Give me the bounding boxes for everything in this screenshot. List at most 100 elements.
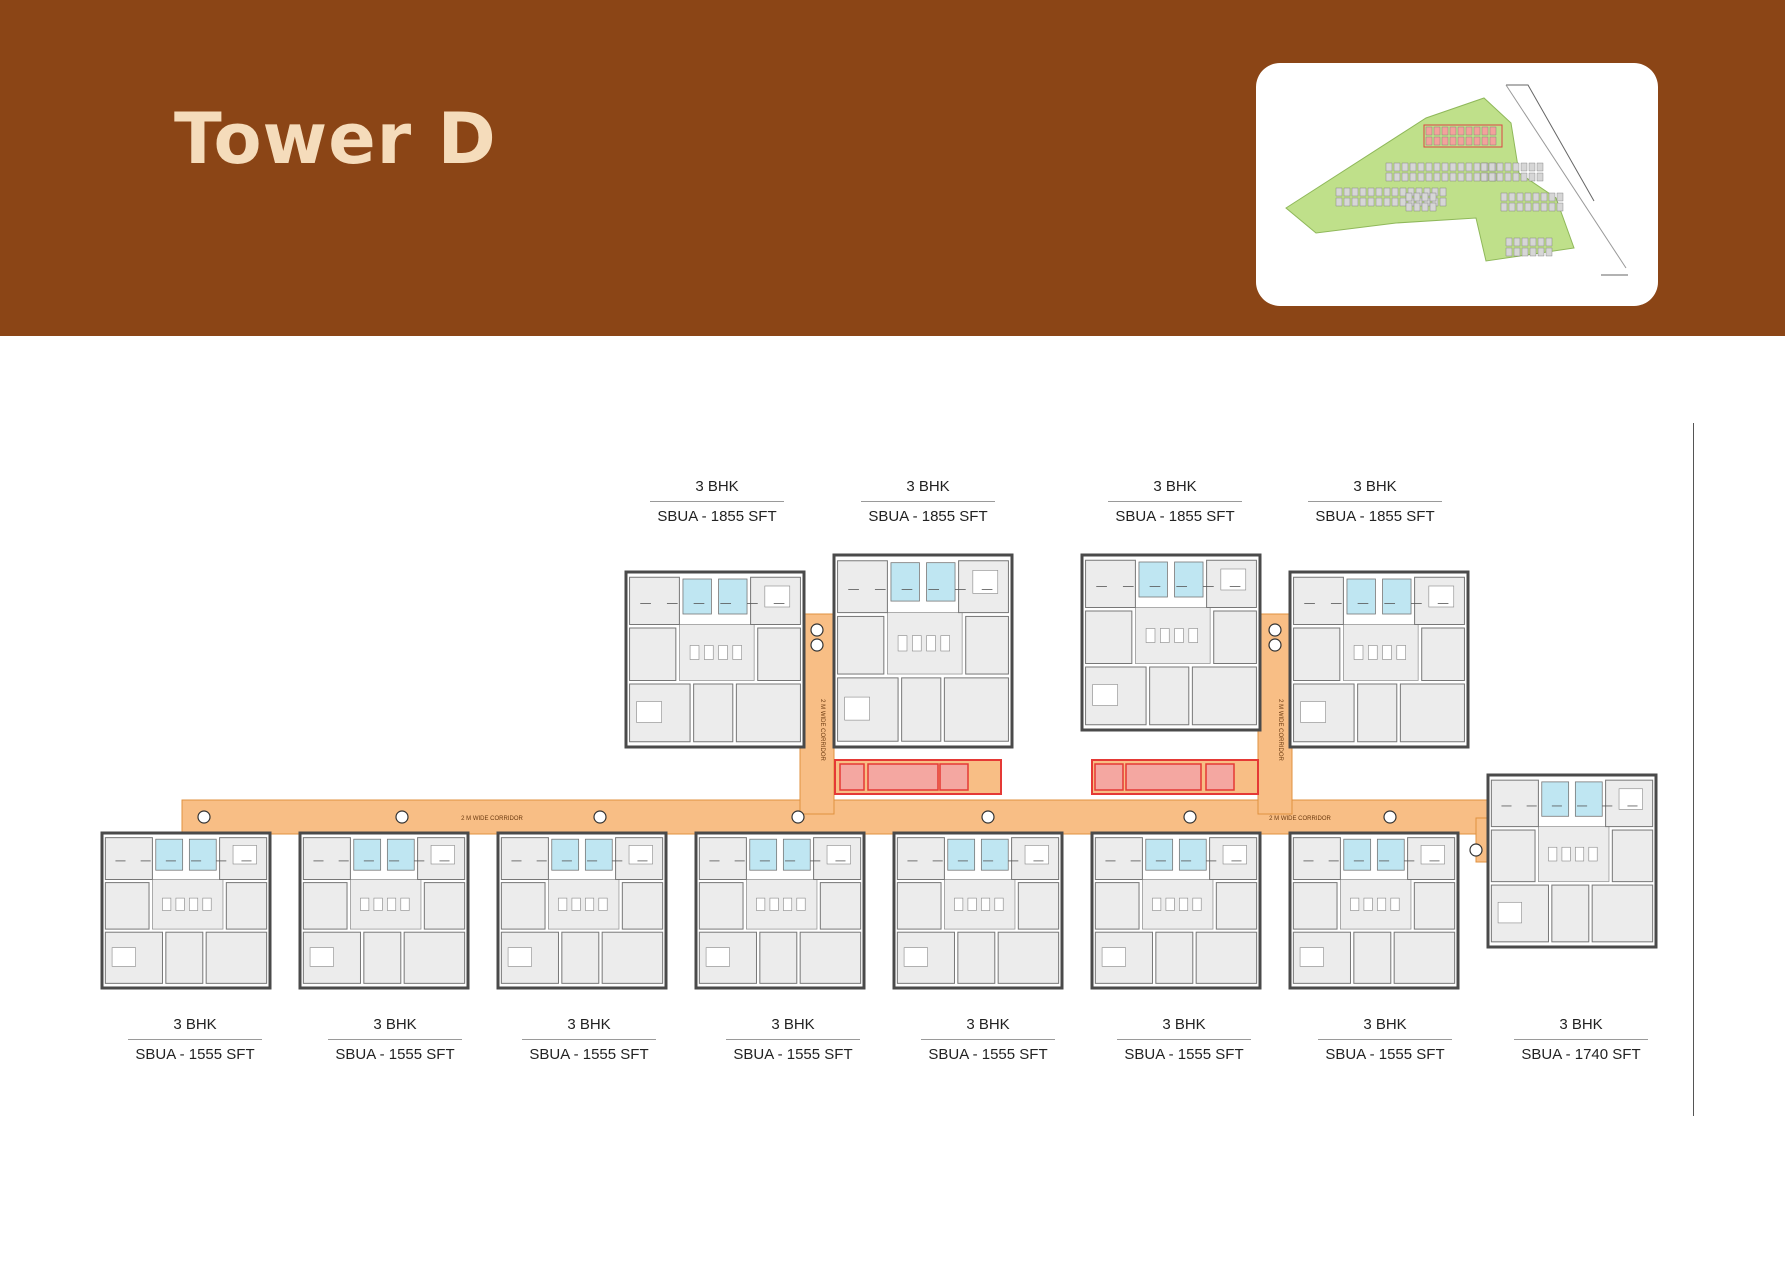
key-plan-block	[1528, 162, 1536, 172]
key-plan-block	[1473, 162, 1481, 172]
apartment-unit-bottom-7	[1288, 831, 1460, 990]
entry-marker	[197, 810, 211, 824]
key-plan-block	[1489, 136, 1497, 146]
apartment-unit-bottom-4	[694, 831, 866, 990]
key-plan-block	[1351, 197, 1359, 207]
key-plan-block	[1393, 162, 1401, 172]
unit-area: SBUA - 1555 SFT	[1325, 1046, 1445, 1063]
key-plan-block	[1512, 172, 1520, 182]
header-band: Tower D	[0, 0, 1785, 336]
key-plan-block	[1449, 136, 1457, 146]
unit-label-top-2: 3 BHK SBUA - 1855 SFT	[853, 478, 1003, 526]
apartment-unit-bottom-2	[298, 831, 470, 990]
key-plan-block	[1536, 172, 1544, 182]
key-plan-block	[1532, 192, 1540, 202]
key-plan-block	[1489, 126, 1497, 136]
unit-label-bottom-1: 3 BHK SBUA - 1555 SFT	[120, 1016, 270, 1064]
key-plan-block	[1433, 162, 1441, 172]
key-plan-block	[1480, 172, 1488, 182]
key-plan-block	[1512, 162, 1520, 172]
key-plan-block	[1421, 192, 1429, 202]
divider-line	[1693, 423, 1694, 1116]
key-plan-block	[1441, 126, 1449, 136]
key-plan-block	[1343, 197, 1351, 207]
key-plan-block	[1399, 187, 1407, 197]
key-plan-block	[1516, 202, 1524, 212]
unit-type: 3 BHK	[128, 1016, 262, 1040]
key-plan-block	[1441, 172, 1449, 182]
key-plan-block	[1545, 247, 1553, 257]
unit-entry-markers	[197, 623, 1483, 857]
unit-label-bottom-5: 3 BHK SBUA - 1555 SFT	[913, 1016, 1063, 1064]
key-plan-block	[1473, 126, 1481, 136]
entry-marker	[810, 638, 824, 652]
key-plan-block	[1399, 197, 1407, 207]
apartment-unit-top-1	[624, 570, 806, 749]
key-plan-block	[1413, 202, 1421, 212]
key-plan-block	[1351, 187, 1359, 197]
key-plan-block	[1480, 162, 1488, 172]
key-plan-block	[1383, 187, 1391, 197]
key-plan-block	[1367, 197, 1375, 207]
key-plan-block	[1429, 192, 1437, 202]
key-plan-block	[1524, 202, 1532, 212]
key-plan-block	[1433, 126, 1441, 136]
key-plan-block	[1409, 172, 1417, 182]
entry-marker	[1469, 843, 1483, 857]
key-plan-card	[1256, 63, 1658, 306]
unit-label-bottom-6: 3 BHK SBUA - 1555 SFT	[1109, 1016, 1259, 1064]
key-plan-block	[1385, 172, 1393, 182]
key-plan-block	[1433, 136, 1441, 146]
key-plan-block	[1383, 197, 1391, 207]
unit-area: SBUA - 1555 SFT	[135, 1046, 255, 1063]
key-plan-block	[1441, 162, 1449, 172]
entry-marker	[1268, 623, 1282, 637]
apartment-unit-top-2	[832, 553, 1014, 749]
key-plan-block	[1529, 237, 1537, 247]
unit-area: SBUA - 1555 SFT	[335, 1046, 455, 1063]
corridor-label-vertical-2: 2 M WIDE CORRIDOR	[1277, 699, 1283, 761]
entry-marker	[593, 810, 607, 824]
entry-marker	[1268, 638, 1282, 652]
key-plan-block	[1537, 237, 1545, 247]
key-plan-block	[1429, 202, 1437, 212]
key-plan-block	[1413, 192, 1421, 202]
key-plan-block	[1505, 247, 1513, 257]
key-plan-block	[1537, 247, 1545, 257]
tower-d-highlight	[1423, 124, 1503, 148]
entry-marker	[791, 810, 805, 824]
unit-label-bottom-8: 3 BHK SBUA - 1740 SFT	[1506, 1016, 1656, 1064]
apartment-unit-top-4	[1288, 570, 1470, 749]
key-plan-block	[1529, 247, 1537, 257]
tower-blocks	[1335, 126, 1564, 257]
key-plan-block	[1439, 197, 1447, 207]
key-plan-block	[1520, 162, 1528, 172]
key-plan-block	[1465, 162, 1473, 172]
unit-type: 3 BHK	[1514, 1016, 1648, 1040]
unit-type: 3 BHK	[328, 1016, 462, 1040]
key-plan-block	[1433, 172, 1441, 182]
key-plan-block	[1449, 162, 1457, 172]
key-plan-block	[1500, 192, 1508, 202]
key-plan-block	[1425, 126, 1433, 136]
key-plan-block	[1513, 247, 1521, 257]
key-plan-block	[1513, 237, 1521, 247]
key-plan-block	[1359, 197, 1367, 207]
key-plan-map	[1285, 84, 1628, 276]
apartment-unit-bottom-1	[100, 831, 272, 990]
corridor-label-vertical: 2 M WIDE CORRIDOR	[819, 699, 825, 761]
unit-type: 3 BHK	[1308, 478, 1442, 502]
key-plan-block	[1393, 172, 1401, 182]
apartment-unit-bottom-6	[1090, 831, 1262, 990]
key-plan-block	[1421, 202, 1429, 212]
unit-area: SBUA - 1855 SFT	[1315, 508, 1435, 525]
unit-area: SBUA - 1555 SFT	[733, 1046, 853, 1063]
apartment-unit-bottom-8	[1486, 773, 1658, 949]
key-plan-block	[1548, 202, 1556, 212]
key-plan-block	[1532, 202, 1540, 212]
key-plan-block	[1425, 136, 1433, 146]
key-plan-block	[1496, 162, 1504, 172]
key-plan-block	[1516, 192, 1524, 202]
key-plan-block	[1409, 162, 1417, 172]
